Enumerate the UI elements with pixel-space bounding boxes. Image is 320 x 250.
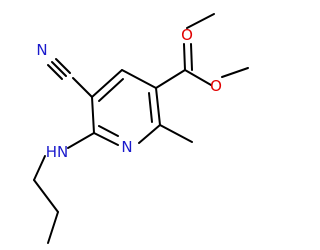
bond-ring-c5-c6-inner (148, 92, 153, 123)
bond-carbonyl-o-single (184, 69, 212, 86)
bond-nitrile-triple-c (47, 64, 63, 80)
bond-ring-c4-c5 (121, 69, 157, 89)
bond-nh-c1 (33, 155, 46, 181)
atom-label-amine-nh: HN (46, 143, 69, 161)
bond-ring-c3-c4-inner (98, 78, 124, 102)
bond-propyl-c2-c3 (47, 211, 59, 244)
bond-nitrile-triple-a (51, 61, 67, 77)
atom-label-methoxy-o: O (210, 77, 222, 95)
bond-nitrile-single (72, 77, 93, 98)
bond-ring-c3-c4 (91, 69, 123, 98)
bond-c5-carbonyl (155, 69, 186, 89)
bond-ring-c2-c3 (91, 96, 95, 134)
bond-ester-top (186, 13, 215, 29)
bond-carbonyl-o-double-a (183, 43, 186, 71)
bond-ring-n-c2-inner (98, 125, 119, 137)
bond-methoxy-o-ch3 (221, 67, 249, 78)
bond-ring-c5-c6 (155, 87, 161, 126)
molecule-diagram: N N HN O O (33, 13, 249, 244)
atom-labels: N N HN O O (36, 26, 222, 161)
atom-label-ring-n: N (121, 138, 132, 156)
bond-nitrile-triple-b (55, 58, 71, 74)
bond-c6-methyl (159, 124, 193, 143)
bond-carbonyl-o-double-b (190, 43, 193, 71)
bond-c2-nh (67, 132, 95, 149)
bond-ring-n-c2 (93, 132, 119, 146)
bonds (33, 13, 249, 244)
atom-label-nitrile-n: N (36, 41, 47, 59)
bond-ring-c6-n (138, 124, 161, 144)
atom-label-carbonyl-o: O (181, 26, 193, 44)
bond-propyl-c1-c2 (33, 179, 59, 213)
